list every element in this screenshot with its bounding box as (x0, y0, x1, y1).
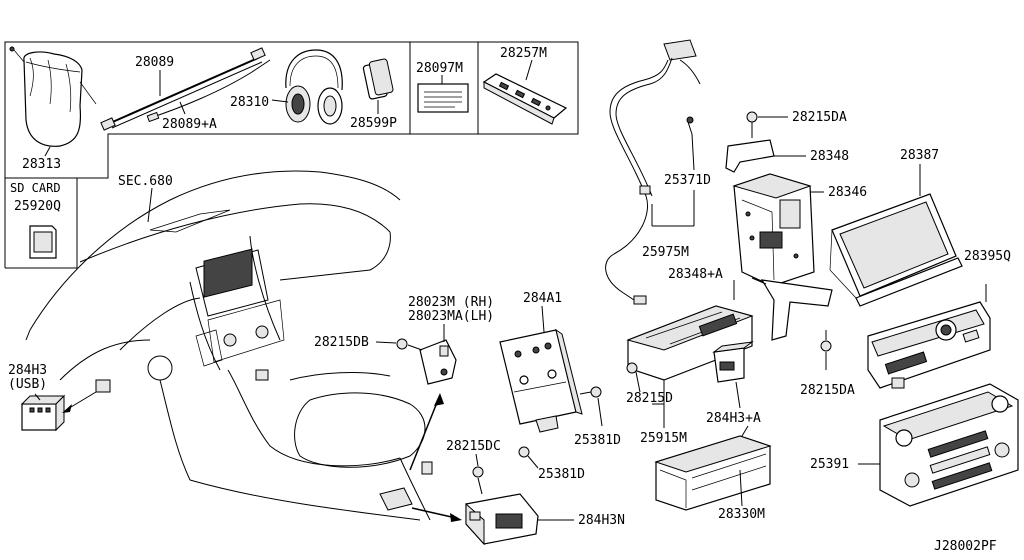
label-28023ma-lh: 28023MA(LH) (408, 309, 494, 324)
label-sec680: SEC.680 (118, 174, 173, 189)
label-284h3-usb: (USB) (8, 377, 47, 392)
label-25381d-a: 25381D (574, 433, 621, 448)
label-28257m: 28257M (500, 46, 547, 61)
bracket-28348a (751, 277, 833, 370)
label-284h3: 284H3 (8, 363, 47, 378)
control-panel-28395q (867, 284, 991, 389)
label-28395q: 28395Q (964, 249, 1011, 264)
label-28348: 28348 (810, 149, 849, 164)
label-28215dc: 28215DC (446, 439, 501, 454)
sd-card-title: SD CARD (10, 181, 61, 195)
label-28330m: 28330M (718, 507, 765, 522)
dashboard-illustration: SEC.680 (25, 170, 433, 521)
control-unit-284a1 (499, 305, 603, 469)
label-28215da-bottom: 28215DA (800, 383, 855, 398)
label-284h3-a: 284H3+A (706, 411, 761, 426)
label-28215da-top: 28215DA (792, 110, 847, 125)
label-284h3n: 284H3N (578, 513, 625, 528)
label-28310: 28310 (230, 95, 269, 110)
usb-hub-284h3n (379, 453, 574, 546)
display-28387 (829, 164, 963, 307)
label-28097m: 28097M (416, 61, 463, 76)
diagram-id: J28002PF (934, 539, 997, 554)
screw-28215da-top (746, 111, 788, 138)
bracket-28348 (725, 139, 806, 173)
aux-jack-284h3a (712, 341, 754, 409)
accessory-frame (4, 41, 579, 269)
label-28089: 28089 (135, 55, 174, 70)
label-28215db: 28215DB (314, 335, 369, 350)
battery-part (362, 58, 394, 114)
antenna-cable-part (605, 39, 701, 305)
manual-card-part (417, 75, 469, 113)
label-28089-a: 28089+A (162, 117, 217, 132)
label-25975m: 25975M (642, 245, 689, 260)
dvd-player-28330m (654, 425, 772, 511)
label-25391: 25391 (810, 457, 849, 472)
label-28023m-rh: 28023M (RH) (408, 295, 494, 310)
label-28348a: 28348+A (668, 267, 723, 282)
usb-adapter-part (20, 379, 111, 432)
headphones-part (271, 49, 343, 125)
label-28215d: 28215D (626, 391, 673, 406)
label-28313: 28313 (22, 157, 61, 172)
label-28387: 28387 (900, 148, 939, 163)
label-25371d: 25371D (664, 173, 711, 188)
sd-card-part (29, 225, 57, 259)
tuner-unit-25915m (626, 280, 754, 428)
label-284a1: 284A1 (523, 291, 562, 306)
label-25920q: 25920Q (14, 199, 61, 214)
carry-bag-part (9, 46, 97, 157)
label-25915m: 25915M (640, 431, 687, 446)
label-25381d-b: 25381D (538, 467, 585, 482)
camera-bracket-part (375, 324, 457, 385)
label-28346: 28346 (828, 185, 867, 200)
label-28599p: 28599P (350, 116, 397, 131)
av-cable-part (100, 47, 271, 131)
remote-control-part (482, 59, 568, 125)
climate-panel-25391 (858, 383, 1019, 507)
nav-unit-28346 (732, 173, 824, 287)
